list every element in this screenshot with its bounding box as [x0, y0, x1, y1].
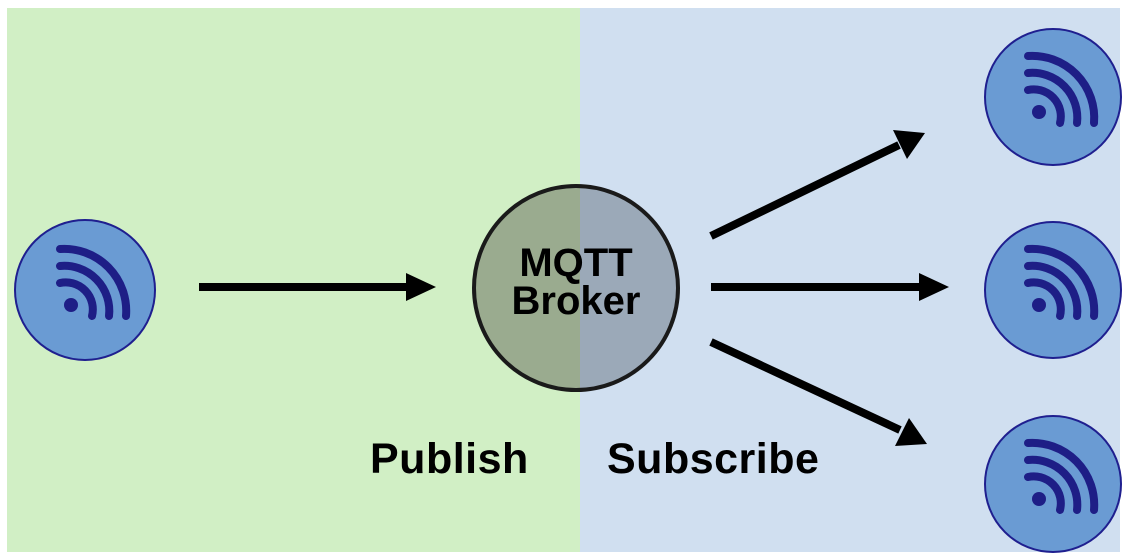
publish-label: Publish	[370, 435, 529, 483]
broker-outline	[472, 184, 680, 392]
arrow-head	[895, 418, 927, 446]
subscriber-device-bottom	[984, 415, 1122, 553]
subscribe-label: Subscribe	[607, 435, 820, 483]
broker-left-fill	[474, 186, 580, 390]
publisher-device	[14, 219, 156, 361]
arrow-head	[893, 130, 925, 159]
broker-node	[472, 184, 680, 392]
arrow-head	[919, 273, 949, 301]
subscribe-arrow-top	[709, 130, 925, 240]
arrow-head	[406, 273, 436, 301]
broker-label: MQTT Broker	[474, 241, 678, 323]
subscribe-arrow-bottom	[709, 338, 927, 446]
subscriber-device-top	[984, 28, 1122, 166]
broker-right-fill	[580, 186, 678, 390]
broker-label-line-2: Broker	[511, 279, 641, 323]
publish-arrow	[199, 273, 436, 301]
subscribe-arrow-middle	[711, 273, 949, 301]
broker-label-line-1: MQTT	[519, 241, 633, 285]
subscriber-device-middle	[984, 221, 1122, 359]
